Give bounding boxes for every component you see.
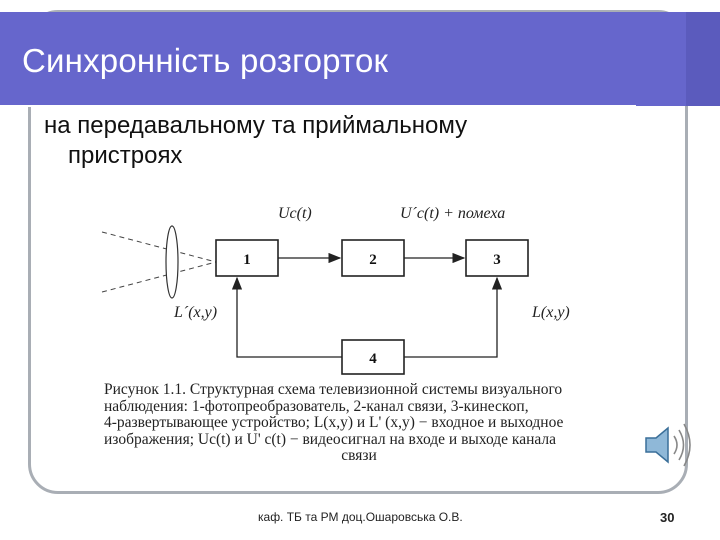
caption-line-1: Рисунок 1.1. Структурная схема телевизио… bbox=[104, 381, 563, 398]
light-rays bbox=[101, 231, 217, 293]
signal-in-label: Uc(t) bbox=[278, 205, 312, 222]
speaker-icon[interactable] bbox=[640, 418, 696, 472]
subtitle-line-2: пристроях bbox=[68, 142, 183, 169]
caption-line-5: связи bbox=[341, 447, 377, 464]
figure-caption: Рисунок 1.1. Структурная схема телевизио… bbox=[104, 381, 614, 465]
block-1-label: 1 bbox=[243, 252, 251, 268]
caption-line-3: 4-развертывающее устройство; L(x,y) и L'… bbox=[104, 414, 564, 431]
arrow-4-to-1 bbox=[231, 276, 342, 358]
title-band: Синхронність розгорток bbox=[0, 12, 720, 107]
caption-line-2: наблюдения: 1-фотопреобразователь, 2-кан… bbox=[104, 397, 529, 415]
subtitle-line-1: на передавальному та приймальному bbox=[44, 112, 468, 139]
image-in-label: L´(x,y) bbox=[173, 304, 217, 321]
slide-title: Синхронність розгорток bbox=[22, 42, 389, 79]
lens-icon bbox=[165, 225, 179, 299]
block-2 bbox=[341, 239, 405, 277]
footer-text: каф. ТБ та РМ доц.Ошаровська О.В. bbox=[258, 510, 463, 524]
block-1 bbox=[215, 239, 279, 277]
block-2-label: 2 bbox=[369, 252, 377, 268]
caption-line-4: изображения; Uc(t) и U' c(t) − видеосигн… bbox=[104, 430, 557, 448]
signal-out-label: U´c(t) + помеха bbox=[400, 205, 505, 222]
image-out-label: L(x,y) bbox=[531, 304, 570, 321]
block-4 bbox=[341, 339, 405, 375]
block-4-label: 4 bbox=[369, 351, 377, 367]
page-number: 30 bbox=[660, 510, 675, 525]
arrow-4-to-3 bbox=[404, 276, 503, 358]
block-diagram: 1 2 3 4 Uc(t) U´c(t) + помеха L´(x,y) L(… bbox=[101, 205, 570, 375]
title-divider bbox=[0, 105, 636, 107]
block-3-label: 3 bbox=[493, 252, 501, 268]
block-3 bbox=[465, 239, 529, 277]
